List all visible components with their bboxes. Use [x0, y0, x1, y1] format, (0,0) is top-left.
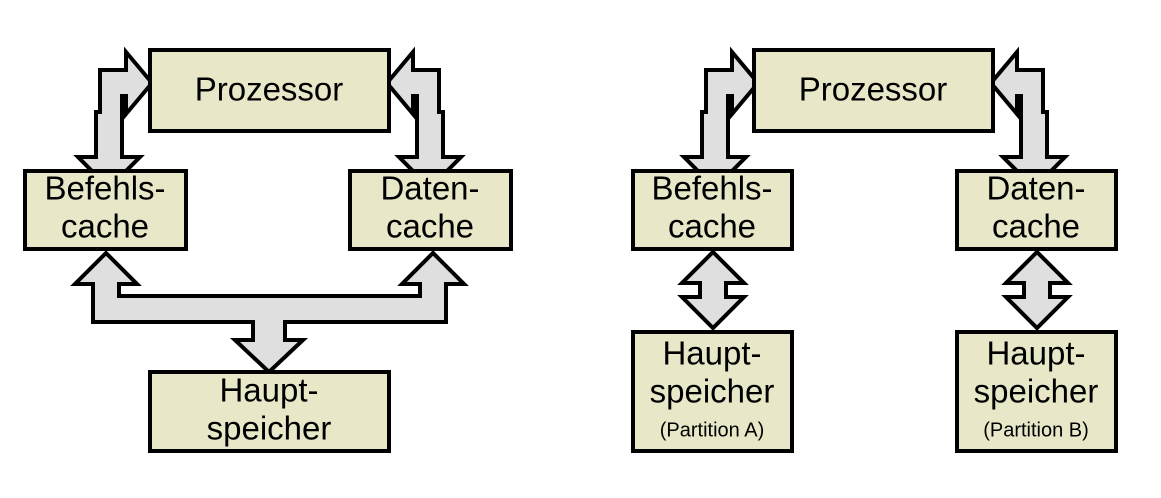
right-instruction-cache-box	[631, 169, 794, 251]
arrow-data-cache-memory-b	[1001, 249, 1073, 331]
left-processor-node: Prozessor	[148, 48, 391, 133]
left-main-memory-label-line2: speicher	[207, 410, 332, 447]
left-main-memory-box	[148, 370, 391, 453]
left-processor-label: Prozessor	[195, 71, 344, 108]
right-data-cache-box	[955, 169, 1118, 251]
right-main-memory-b-label-line2: speicher	[974, 373, 1099, 410]
right-processor-node: Prozessor	[752, 48, 995, 133]
arrow-processor-data-cache-right	[384, 46, 466, 191]
right-data-cache-label-line1: Daten-	[986, 170, 1085, 207]
right-main-memory-b-label-line1: Haupt-	[986, 335, 1085, 372]
arrow-right-processor-instruction-cache	[679, 46, 761, 191]
arrow-caches-main-memory-tri	[70, 250, 469, 375]
left-instruction-cache-label-line1: Befehls-	[44, 170, 165, 207]
right-main-memory-b-node: Haupt- speicher (Partition B)	[955, 330, 1118, 453]
left-instruction-cache-node: Befehls- cache	[23, 169, 188, 251]
right-data-cache-node: Daten- cache	[955, 169, 1118, 251]
arrow-instruction-cache-memory-a	[677, 249, 749, 331]
left-data-cache-label-line1: Daten-	[380, 170, 479, 207]
right-instruction-cache-label-line1: Befehls-	[651, 170, 772, 207]
left-instruction-cache-box	[23, 169, 188, 251]
left-main-memory-label-line1: Haupt-	[219, 372, 318, 409]
right-instruction-cache-label-line2: cache	[668, 208, 756, 245]
right-main-memory-a-node: Haupt- speicher (Partition A)	[631, 330, 794, 453]
left-processor-box	[148, 48, 391, 133]
right-main-memory-b-partition-label: (Partition B)	[983, 419, 1089, 441]
arrow-processor-instruction-cache-left	[73, 46, 155, 191]
left-main-memory-node: Haupt- speicher	[148, 370, 391, 453]
right-main-memory-a-label-line2: speicher	[650, 373, 775, 410]
right-processor-label: Prozessor	[799, 71, 948, 108]
arrow-right-processor-data-cache	[988, 46, 1070, 191]
right-main-memory-b-box	[955, 330, 1118, 453]
left-diagram: Prozessor Befehls- cache Daten- cache Ha…	[23, 46, 513, 453]
left-data-cache-node: Daten- cache	[348, 169, 513, 251]
right-processor-box	[752, 48, 995, 133]
left-instruction-cache-label-line2: cache	[61, 208, 149, 245]
left-data-cache-box	[348, 169, 513, 251]
right-main-memory-a-box	[631, 330, 794, 453]
right-diagram: Prozessor Befehls- cache Daten- cache Ha…	[631, 46, 1118, 453]
right-instruction-cache-node: Befehls- cache	[631, 169, 794, 251]
left-data-cache-label-line2: cache	[386, 208, 474, 245]
right-main-memory-a-partition-label: (Partition A)	[660, 419, 764, 441]
right-data-cache-label-line2: cache	[992, 208, 1080, 245]
right-main-memory-a-label-line1: Haupt-	[662, 335, 761, 372]
